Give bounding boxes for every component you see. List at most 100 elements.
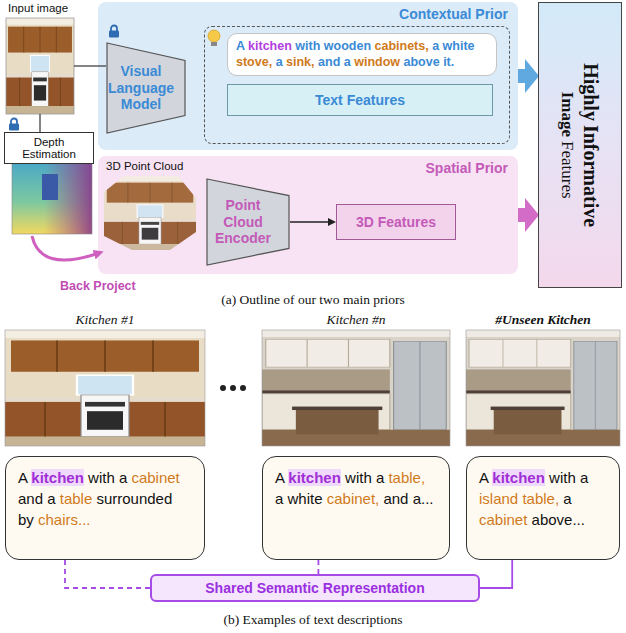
word: above...	[532, 511, 585, 528]
word: and	[318, 55, 340, 69]
word	[56, 490, 60, 507]
word: Semantic	[257, 580, 319, 596]
word: with	[345, 469, 372, 486]
word: cabinet,	[327, 490, 380, 507]
description-text: A kitchen with a cabinet and a table sur…	[18, 467, 192, 530]
trapezoid-shape	[207, 179, 289, 265]
word: kitchen	[288, 469, 341, 486]
back-project-arrow	[32, 236, 96, 260]
word: Representation	[323, 580, 425, 596]
description-bubble: A kitchen with a table, a white cabinet,…	[262, 456, 450, 560]
word: above	[404, 55, 440, 69]
word: Text	[315, 92, 343, 108]
output-name: Highly Informative Image Features	[557, 45, 603, 245]
word: chairs...	[38, 511, 91, 528]
word: Cloud	[223, 214, 263, 230]
word: Estimation	[22, 148, 76, 160]
word: a	[580, 469, 588, 486]
contextual-panel-ground	[98, 2, 518, 150]
figure-caption: (a) Outline of our two main priors	[221, 292, 405, 308]
word: a	[432, 39, 439, 53]
word: Features	[558, 141, 577, 199]
word: Features	[347, 92, 405, 108]
word	[559, 490, 563, 507]
word: Prior	[475, 160, 508, 176]
word: cabinets,	[375, 39, 429, 53]
word	[343, 92, 347, 108]
word: with	[88, 469, 115, 486]
word	[372, 469, 376, 486]
word	[340, 55, 343, 69]
word	[272, 55, 275, 69]
word: table,	[388, 469, 425, 486]
word: a...	[413, 490, 434, 507]
spatial-panel-ground	[98, 156, 518, 274]
word: white	[443, 39, 475, 53]
word	[253, 580, 257, 596]
word: cabinet	[131, 469, 179, 486]
description-text: A kitchen with a island table, a cabinet…	[479, 467, 607, 530]
word: A	[275, 469, 284, 486]
word	[320, 39, 323, 53]
word	[43, 490, 47, 507]
word: Features	[378, 214, 436, 230]
shared-representation-box: Shared Semantic Representation	[150, 574, 480, 602]
word: table	[60, 490, 93, 507]
word: and	[383, 490, 408, 507]
process-box: Depth Estimation	[4, 132, 94, 164]
panel-title: Contextual Prior	[399, 6, 508, 22]
label-holder: (b) Examples of text descriptions	[0, 612, 626, 628]
word: white	[288, 490, 323, 507]
word: A	[18, 469, 27, 486]
image-label: Input image	[8, 2, 68, 14]
trapezoid-shape	[107, 43, 185, 133]
word: Spatial	[426, 160, 472, 176]
description-text: A kitchen with a table, a white cabinet,…	[275, 467, 437, 509]
word: Shared	[205, 580, 252, 596]
word: Depth	[34, 136, 65, 148]
word: cabinet	[479, 511, 527, 528]
description-bubble: A kitchen with wooden cabinets, a white …	[204, 26, 510, 144]
feature-name: Text Features	[315, 92, 405, 108]
word: wooden	[324, 39, 371, 53]
word	[440, 55, 443, 69]
description-text: A kitchen with wooden cabinets, a white …	[227, 33, 497, 76]
word	[283, 490, 287, 507]
word	[379, 490, 383, 507]
wire	[74, 65, 106, 66]
word	[429, 39, 432, 53]
label-holder: Input image	[8, 2, 98, 14]
word	[518, 490, 522, 507]
image-label: Kitchen #1	[76, 312, 135, 328]
word	[127, 469, 131, 486]
word	[319, 580, 323, 596]
description-bubble: A kitchen with a island table, a cabinet…	[466, 456, 620, 560]
word	[323, 490, 327, 507]
prior-panel: Spatial PriorPoint Cloud Encoder3D Featu…	[98, 156, 518, 274]
connector	[480, 560, 512, 588]
word	[315, 55, 318, 69]
word	[471, 6, 475, 22]
label-holder: #Unseen Kitchen	[466, 312, 620, 328]
step-label: Back Project	[60, 279, 136, 293]
depth-map	[12, 162, 92, 234]
image-label: 3D Point Cloud	[106, 160, 183, 172]
kitchen-photo	[5, 330, 205, 446]
word: Informative	[580, 125, 602, 227]
word: by	[18, 511, 34, 528]
word	[576, 469, 580, 486]
word	[351, 55, 354, 69]
word	[559, 137, 576, 141]
word	[400, 55, 403, 69]
lock-icon	[9, 119, 19, 131]
word: a	[344, 55, 351, 69]
output-box: Highly Informative Image Features	[538, 2, 622, 288]
word: Model	[121, 96, 161, 112]
word: Visual	[121, 63, 162, 79]
word: Image	[558, 92, 577, 137]
description-bubble: A kitchen with a cabinet and a table sur…	[5, 456, 205, 560]
label-holder: Back Project	[60, 279, 170, 293]
word: kitchen	[492, 469, 545, 486]
word	[371, 39, 374, 53]
word: surrounded	[96, 490, 172, 507]
